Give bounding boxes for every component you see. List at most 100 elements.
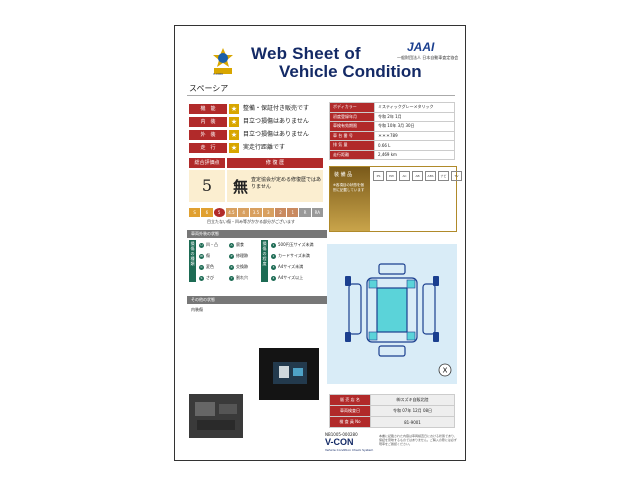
footer-logo: V-CON bbox=[325, 437, 354, 447]
equipment-note: ※各項目の状態を個別に記載しています bbox=[333, 183, 365, 192]
legend-code: C bbox=[199, 264, 204, 270]
spec-key: 初度登録年月 bbox=[329, 111, 375, 122]
overall-score: 5 bbox=[189, 170, 225, 202]
legend-code: A bbox=[229, 242, 234, 248]
score-heading: 総合評価点 bbox=[189, 158, 225, 168]
equipment-item: AB bbox=[412, 171, 423, 181]
legend-code: 2 bbox=[271, 253, 276, 259]
equipment-item: AC bbox=[399, 171, 410, 181]
scale-step: R bbox=[299, 208, 311, 217]
history-panel bbox=[227, 170, 323, 202]
rating-label: 内 装 bbox=[189, 117, 227, 127]
rating-text: 実走行距離です bbox=[243, 144, 286, 151]
vcon-badge-text: V-CON bbox=[213, 72, 223, 76]
table-row: 車検有効期限令和 10年 3月 30日 bbox=[329, 121, 455, 132]
star-icon: ★ bbox=[229, 130, 239, 140]
history-text: 査定協会が定める修復歴ではありません bbox=[251, 177, 322, 190]
dealer-table: 販 売 店 名㈱スズキ自販北陸 車両検査日令和 07年 12月 08日 検 査 … bbox=[329, 394, 455, 428]
score-section: 総合評価点 修 復 歴 5 無 査定協会が定める修復歴ではありません S 6 5… bbox=[189, 158, 323, 226]
legend-text: 傷 bbox=[206, 253, 210, 258]
rating-text: 目立つ損傷はありません bbox=[243, 131, 309, 138]
divider bbox=[187, 95, 455, 96]
legend-code: P bbox=[229, 253, 234, 259]
rating-text: 目立つ損傷はありません bbox=[243, 118, 309, 125]
dealer-value: 81-9001 bbox=[370, 416, 455, 428]
equipment-item: ナビ bbox=[438, 171, 449, 181]
legend-code: S bbox=[199, 275, 204, 281]
sheet-id: NB1005-000280 bbox=[325, 432, 358, 437]
spec-key: 車検有効期限 bbox=[329, 121, 375, 132]
legend-code: X bbox=[229, 264, 234, 270]
legend-text: 500円玉サイズ未満 bbox=[278, 242, 314, 247]
scale-step-active: 5 bbox=[213, 208, 225, 217]
equipment-section: 装 備 品 ※各項目の状態を個別に記載しています PS PW AC AB ABS… bbox=[329, 166, 462, 232]
footer-note: 本書に記載された内容は車両検査日における状態であり、保証を意味するものではありま… bbox=[379, 434, 457, 446]
legend-text: A4サイズ未満 bbox=[278, 264, 304, 269]
rating-label: 外 装 bbox=[189, 130, 227, 140]
scale-step: S bbox=[189, 208, 201, 217]
rating-row: 機 能 ★ 整備・保証付き販売です bbox=[189, 104, 323, 114]
other-section-title: その他の状態 bbox=[187, 296, 327, 304]
legend-text: 修理跡 bbox=[236, 253, 248, 258]
star-icon: ★ bbox=[229, 143, 239, 153]
spec-value: 令和 10年 3月 30日 bbox=[374, 121, 455, 132]
scale-step: 3 bbox=[262, 208, 274, 217]
footer-subtitle: Vehicle Condition Check System bbox=[325, 448, 374, 452]
scale-step: 6 bbox=[201, 208, 213, 217]
sheet-title-line2: Vehicle Condition bbox=[279, 62, 422, 81]
dealer-key: 検 査 員 No bbox=[329, 416, 371, 428]
equipment-item: PW bbox=[386, 171, 397, 181]
jaai-org-name: 一般財団法人 日本自動車査定協会 bbox=[397, 55, 459, 60]
equipment-item: PS bbox=[373, 171, 384, 181]
legend-text: 割れ穴 bbox=[236, 275, 248, 280]
spec-key: 走行距離 bbox=[329, 149, 375, 160]
rating-label: 走 行 bbox=[189, 143, 227, 153]
spec-key: 排 気 量 bbox=[329, 140, 375, 151]
scale-step: 2 bbox=[274, 208, 287, 217]
table-row: 車両検査日令和 07年 12月 08日 bbox=[329, 405, 455, 417]
equipment-item: TV bbox=[451, 171, 462, 181]
damage-level-tag: 損傷の程度 bbox=[261, 240, 268, 282]
legend-text: A4サイズ以上 bbox=[278, 275, 304, 280]
spec-key: 車 台 番 号 bbox=[329, 130, 375, 141]
spec-value: ＊＊＊789 bbox=[374, 130, 455, 141]
history-heading: 修 復 歴 bbox=[227, 158, 323, 168]
legend-text: 変色 bbox=[206, 264, 214, 269]
legend-code: W bbox=[199, 253, 204, 259]
vcon-badge-icon bbox=[213, 48, 233, 74]
legend-code: 4 bbox=[271, 275, 276, 281]
spec-table: ボディカラーミスティックグレーメタリック 初度登録年月令和 2年 1月 車検有効… bbox=[329, 102, 455, 160]
scale-step: 3.5 bbox=[250, 208, 262, 217]
legend-code: Y bbox=[229, 275, 234, 281]
legend-text: 腐食 bbox=[236, 242, 244, 247]
scale-step: RA bbox=[311, 208, 323, 217]
equipment-header: 装 備 品 ※各項目の状態を個別に記載しています bbox=[330, 167, 370, 231]
legend-text: 交換跡 bbox=[236, 264, 248, 269]
equipment-item: ABS bbox=[425, 171, 436, 181]
equipment-icons: PS PW AC AB ABS ナビ TV bbox=[373, 171, 462, 181]
scale-step: 1 bbox=[287, 208, 299, 217]
spec-value: ミスティックグレーメタリック bbox=[374, 102, 455, 113]
rating-row: 外 装 ★ 目立つ損傷はありません bbox=[189, 130, 323, 140]
legend-code: U bbox=[199, 242, 204, 248]
table-row: 販 売 店 名㈱スズキ自販北陸 bbox=[329, 394, 455, 406]
star-icon: ★ bbox=[229, 117, 239, 127]
table-row: 車 台 番 号＊＊＊789 bbox=[329, 130, 455, 141]
spec-value: 0.66 L bbox=[374, 140, 455, 151]
scale-step: 4 bbox=[238, 208, 250, 217]
